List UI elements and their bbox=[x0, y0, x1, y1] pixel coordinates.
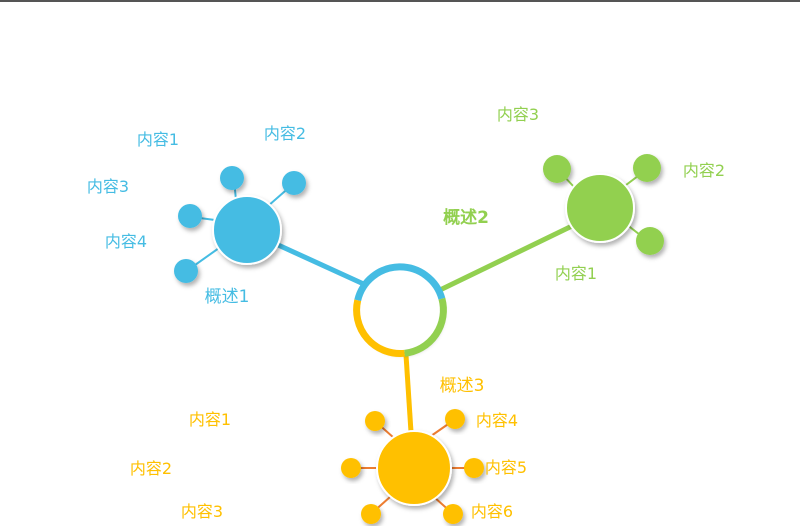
blue-item-3-label: 内容3 bbox=[86, 177, 130, 196]
green-title-label: 概述2 bbox=[443, 208, 489, 228]
gold-item-4-label: 内容4 bbox=[475, 411, 519, 430]
node-blue-small-1 bbox=[220, 166, 244, 190]
blue-item-4-label: 内容4 bbox=[104, 232, 148, 251]
blue-title-label: 概述1 bbox=[204, 287, 250, 307]
gold-item-3-label: 内容3 bbox=[180, 502, 224, 521]
gold-title-label: 概述3 bbox=[439, 376, 485, 396]
node-gold-small-1 bbox=[365, 411, 385, 431]
blue-item-1-label: 内容1 bbox=[136, 130, 180, 149]
node-green-small-2 bbox=[633, 154, 661, 182]
node-gold-small-6 bbox=[443, 504, 463, 524]
node-blue-small-2 bbox=[282, 171, 306, 195]
node-gold-small-4 bbox=[464, 458, 484, 478]
connector-blue bbox=[274, 241, 370, 289]
node-blue-main bbox=[212, 195, 282, 265]
center-hub bbox=[358, 268, 442, 352]
green-item-3-label: 内容3 bbox=[496, 105, 540, 124]
gold-item-6-label: 内容6 bbox=[470, 502, 514, 521]
center-arc-green bbox=[403, 297, 447, 357]
node-blue-small-4 bbox=[174, 259, 198, 283]
node-gold-small-2 bbox=[445, 409, 465, 429]
node-gold-small-3 bbox=[341, 458, 361, 478]
gold-item-1-label: 内容1 bbox=[188, 410, 232, 429]
window-top-border bbox=[0, 0, 800, 2]
gold-item-2-label: 内容2 bbox=[129, 459, 173, 478]
green-item-2-label: 内容2 bbox=[682, 161, 726, 180]
gold-item-5-label: 内容5 bbox=[484, 458, 528, 477]
node-green-small-1 bbox=[543, 155, 571, 183]
connector-gold bbox=[403, 354, 414, 433]
node-blue-small-3 bbox=[178, 204, 202, 228]
node-green-main bbox=[565, 173, 635, 243]
blue-item-2-label: 内容2 bbox=[263, 124, 307, 143]
center-arc-gold bbox=[353, 299, 405, 358]
connector-green bbox=[438, 223, 574, 293]
node-gold-main bbox=[376, 430, 452, 506]
green-item-1-label: 内容1 bbox=[554, 264, 598, 283]
node-gold-small-5 bbox=[361, 504, 381, 524]
node-green-small-3 bbox=[636, 227, 664, 255]
center-arc-blue bbox=[354, 263, 446, 302]
